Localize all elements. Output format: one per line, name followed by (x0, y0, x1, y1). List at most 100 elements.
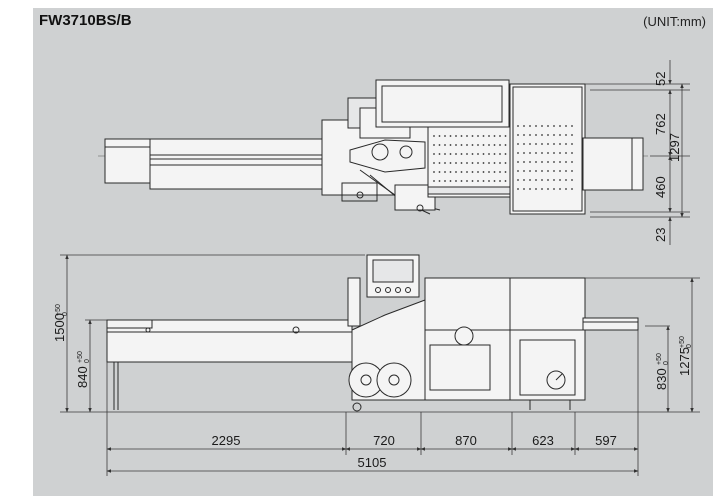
vent-dot (529, 170, 531, 172)
vent-dot (541, 134, 543, 136)
vent-dot (523, 179, 525, 181)
vent-dot (535, 125, 537, 127)
dim-597: 597 (595, 433, 617, 448)
vent-dot (482, 162, 485, 164)
vent-dot (477, 135, 479, 137)
dim-870: 870 (455, 433, 477, 448)
vent-dot (517, 188, 519, 190)
vent-dot (535, 170, 537, 172)
dim-1500: 1500 (52, 313, 67, 342)
vent-dot (535, 152, 537, 154)
vent-dot (438, 171, 441, 173)
vent-dot (433, 135, 435, 137)
vent-dot (565, 125, 567, 127)
model-title: FW3710BS/B (39, 12, 132, 29)
vent-dot (471, 171, 474, 173)
vent-dot (482, 153, 485, 155)
vent-dot (471, 135, 474, 137)
vent-dot (523, 134, 525, 136)
vent-dot (559, 125, 561, 127)
vent-dot (444, 171, 446, 173)
vent-dot (559, 161, 561, 163)
vent-dot (571, 134, 573, 136)
vent-dot (460, 171, 463, 173)
vent-dot (493, 144, 496, 146)
tol-830-lower: 0 (663, 361, 670, 365)
dim-623: 623 (532, 433, 554, 448)
vent-dot (547, 152, 549, 154)
vent-dot (466, 171, 468, 173)
vent-dot (488, 180, 490, 182)
vent-dot (571, 161, 573, 163)
vent-dot (553, 152, 555, 154)
vent-dot (529, 188, 531, 190)
plan-view (98, 79, 650, 215)
vent-dot (466, 144, 468, 146)
vent-dot (455, 144, 457, 146)
vent-dot (559, 179, 561, 181)
vent-dot (547, 143, 549, 145)
dim-720: 720 (373, 433, 395, 448)
vent-dot (559, 188, 561, 190)
vent-dot (559, 134, 561, 136)
vent-dot (553, 179, 555, 181)
vent-dot (477, 144, 479, 146)
vent-dot (565, 152, 567, 154)
vent-dot (504, 135, 507, 137)
vent-dot (529, 125, 531, 127)
vent-dot (565, 179, 567, 181)
vent-dot (553, 188, 555, 190)
vent-dot (541, 143, 543, 145)
vent-dot (499, 135, 501, 137)
length-dimensions: 2295 720 870 623 597 5105 (106, 330, 639, 476)
vent-dot (571, 125, 573, 127)
vent-dot (529, 152, 531, 154)
tol-840-upper: +50 (77, 351, 84, 363)
vent-dot (504, 162, 507, 164)
vent-dot (529, 134, 531, 136)
vent-dot (493, 180, 496, 182)
tol-840-lower: 0 (84, 359, 91, 363)
vent-dot (449, 162, 452, 164)
vent-dot (482, 171, 485, 173)
vent-dot (571, 188, 573, 190)
vent-dot (565, 143, 567, 145)
vent-dot (444, 162, 446, 164)
vent-dot (477, 153, 479, 155)
vent-dot (541, 161, 543, 163)
tol-1500-lower: 0 (62, 312, 69, 316)
vent-dot (444, 144, 446, 146)
vent-dot (559, 152, 561, 154)
vent-dot (433, 144, 435, 146)
dim-1275: 1275 (677, 347, 692, 376)
vent-dot (499, 144, 501, 146)
vent-dot (523, 143, 525, 145)
vent-dot (541, 179, 543, 181)
vent-dot (438, 162, 441, 164)
vent-dot (529, 179, 531, 181)
tol-1500-upper: +50 (55, 304, 62, 316)
vent-dot (449, 144, 452, 146)
vent-dot (541, 188, 543, 190)
vent-dot (466, 162, 468, 164)
vent-dot (433, 180, 435, 182)
vent-dot (547, 125, 549, 127)
vent-dot (460, 153, 463, 155)
vent-dot (477, 180, 479, 182)
vent-dot (455, 162, 457, 164)
dim-840: 840 (75, 366, 90, 388)
dim-460: 460 (653, 176, 668, 198)
vent-dot (466, 180, 468, 182)
vent-dot (460, 180, 463, 182)
vent-dot (541, 170, 543, 172)
vent-dot (471, 180, 474, 182)
drawing-sheet: FW3710BS/B (UNIT:mm) (33, 8, 713, 496)
vent-dot (433, 171, 435, 173)
vent-dot (433, 162, 435, 164)
vent-dot (455, 171, 457, 173)
vent-dot (571, 179, 573, 181)
vent-dot (466, 135, 468, 137)
vent-dot (488, 144, 490, 146)
dim-1297: 1297 (667, 133, 682, 162)
vent-dot (482, 135, 485, 137)
